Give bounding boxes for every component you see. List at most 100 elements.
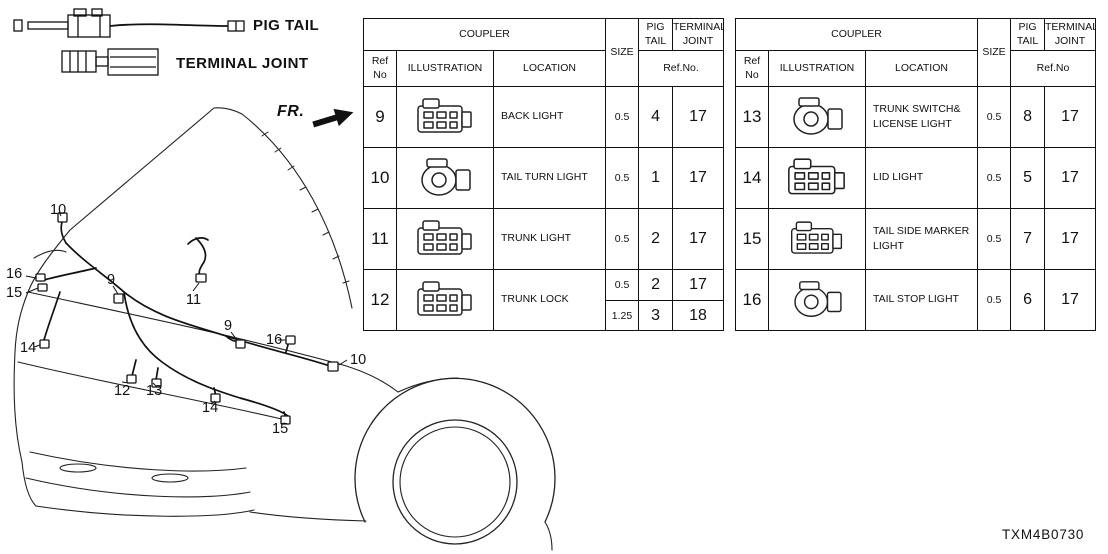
part-row-15: 15 TAIL SIDE MARKER LIGHT 0.5 7 17 — [735, 208, 1097, 270]
terminal-joint-cell: 17 — [1044, 147, 1097, 209]
terminal-joint-cell: 18 — [672, 300, 725, 331]
callout-10: 10 — [50, 202, 67, 218]
size-header: SIZE — [605, 18, 640, 87]
connector-illustration — [768, 86, 866, 148]
terminal-joint-icon — [61, 48, 159, 76]
ref-no-header: Ref No — [735, 50, 769, 87]
size-header: SIZE — [977, 18, 1012, 87]
pig-tail-cell: 4 — [638, 86, 674, 148]
location-cell: TAIL STOP LIGHT — [864, 269, 979, 331]
ref-cell: 14 — [735, 147, 769, 209]
callout-13: 13 — [146, 383, 163, 399]
wiring-harness — [43, 221, 331, 419]
size-cell: 0.5 — [605, 86, 640, 148]
callout-16b: 16 — [266, 332, 283, 348]
callout-10b: 10 — [350, 352, 367, 368]
part-row-12: 12 TRUNK LOCK 0.5 2 17 — [363, 269, 725, 331]
callout-14b: 14 — [202, 400, 219, 416]
coupler-table-left: COUPLER SIZE PIG TAIL TERMINAL JOINT Ref… — [362, 18, 725, 331]
pig-tail-cell: 7 — [1010, 208, 1046, 270]
size-cell: 0.5 — [977, 269, 1012, 331]
location-cell: BACK LIGHT — [492, 86, 607, 148]
size-cell: 0.5 — [977, 208, 1012, 270]
vehicle-rear-wiring-diagram — [13, 8, 556, 551]
diagram-code: TXM4B0730 — [1002, 527, 1085, 542]
connector-illustration — [396, 269, 494, 331]
terminal-joint-cell: 17 — [1044, 269, 1097, 331]
pig-tail-icon — [13, 8, 245, 38]
terminal-joint-cell: 17 — [672, 86, 725, 148]
fr-arrow-icon — [312, 108, 354, 128]
callout-9b: 9 — [224, 318, 233, 334]
part-row-10: 10 TAIL TURN LIGHT 0.5 1 17 — [363, 147, 725, 209]
ref-cell: 16 — [735, 269, 769, 331]
ref-no-header: Ref No — [363, 50, 397, 87]
callout-11: 11 — [186, 292, 202, 308]
coupler-table-right: COUPLER SIZE PIG TAIL TERMINAL JOINT Ref… — [734, 18, 1097, 331]
coupler-header: COUPLER — [734, 18, 979, 51]
terminal-joint-cell: 17 — [672, 269, 725, 301]
callout-16: 16 — [6, 266, 23, 282]
illustration-header: ILLUSTRATION — [396, 50, 494, 87]
callout-15b: 15 — [272, 421, 289, 437]
callout-leaders — [25, 211, 348, 425]
harness-connectors — [35, 212, 339, 425]
terminal-joint-cell: 17 — [1044, 208, 1097, 270]
connector-illustration — [396, 86, 494, 148]
pig-tail-header: PIG TAIL — [638, 18, 674, 51]
pig-tail-cell: 8 — [1010, 86, 1046, 148]
pig-tail-cell: 6 — [1010, 269, 1046, 331]
connector-illustration — [768, 147, 866, 209]
callout-12: 12 — [114, 383, 131, 399]
car-body-outline — [13, 107, 556, 551]
location-header: LOCATION — [864, 50, 979, 87]
fr-direction-label: FR. — [277, 103, 305, 120]
terminal-joint-header: TERMINAL JOINT — [1044, 18, 1097, 51]
location-cell: TRUNK SWITCH& LICENSE LIGHT — [864, 86, 979, 148]
coupler-header: COUPLER — [362, 18, 607, 51]
pig-tail-cell: 2 — [638, 208, 674, 270]
location-header: LOCATION — [492, 50, 607, 87]
connector-illustration — [396, 208, 494, 270]
terminal-joint-cell: 17 — [672, 147, 725, 209]
pig-tail-cell: 5 — [1010, 147, 1046, 209]
terminal-joint-legend-label: TERMINAL JOINT — [176, 55, 309, 72]
ref-cell: 9 — [363, 86, 397, 148]
ref-cell: 12 — [363, 269, 397, 331]
size-cell: 0.5 — [605, 269, 640, 301]
connector-illustration — [396, 147, 494, 209]
pig-tail-header: PIG TAIL — [1010, 18, 1046, 51]
location-cell: TRUNK LOCK — [492, 269, 607, 331]
ref-cell: 13 — [735, 86, 769, 148]
pig-tail-cell: 3 — [638, 300, 674, 331]
ref-no-sub-header: Ref.No — [1010, 50, 1097, 87]
size-cell: 1.25 — [605, 300, 640, 331]
connector-illustration — [768, 208, 866, 270]
part-row-9: 9 BACK LIGHT 0.5 4 17 — [363, 86, 725, 148]
part-row-11: 11 TRUNK LIGHT 0.5 2 17 — [363, 208, 725, 270]
location-cell: TAIL SIDE MARKER LIGHT — [864, 208, 979, 270]
pig-tail-cell: 1 — [638, 147, 674, 209]
terminal-joint-cell: 17 — [1044, 86, 1097, 148]
part-row-13: 13 TRUNK SWITCH& LICENSE LIGHT 0.5 8 17 — [735, 86, 1097, 148]
illustration-header: ILLUSTRATION — [768, 50, 866, 87]
location-cell: TAIL TURN LIGHT — [492, 147, 607, 209]
ref-cell: 10 — [363, 147, 397, 209]
size-cell: 0.5 — [977, 147, 1012, 209]
ref-cell: 11 — [363, 208, 397, 270]
ref-cell: 15 — [735, 208, 769, 270]
part-row-16: 16 TAIL STOP LIGHT 0.5 6 17 — [735, 269, 1097, 331]
size-cell: 0.5 — [605, 147, 640, 209]
size-cell: 0.5 — [977, 86, 1012, 148]
pig-tail-legend-label: PIG TAIL — [253, 17, 320, 34]
terminal-joint-cell: 17 — [672, 208, 725, 270]
terminal-joint-header: TERMINAL JOINT — [672, 18, 725, 51]
connector-illustration — [768, 269, 866, 331]
ref-no-sub-header: Ref.No. — [638, 50, 725, 87]
callout-14: 14 — [20, 340, 37, 356]
callout-9: 9 — [107, 272, 116, 288]
size-cell: 0.5 — [605, 208, 640, 270]
part-row-14: 14 LID LIGHT 0.5 5 17 — [735, 147, 1097, 209]
pig-tail-cell: 2 — [638, 269, 674, 301]
